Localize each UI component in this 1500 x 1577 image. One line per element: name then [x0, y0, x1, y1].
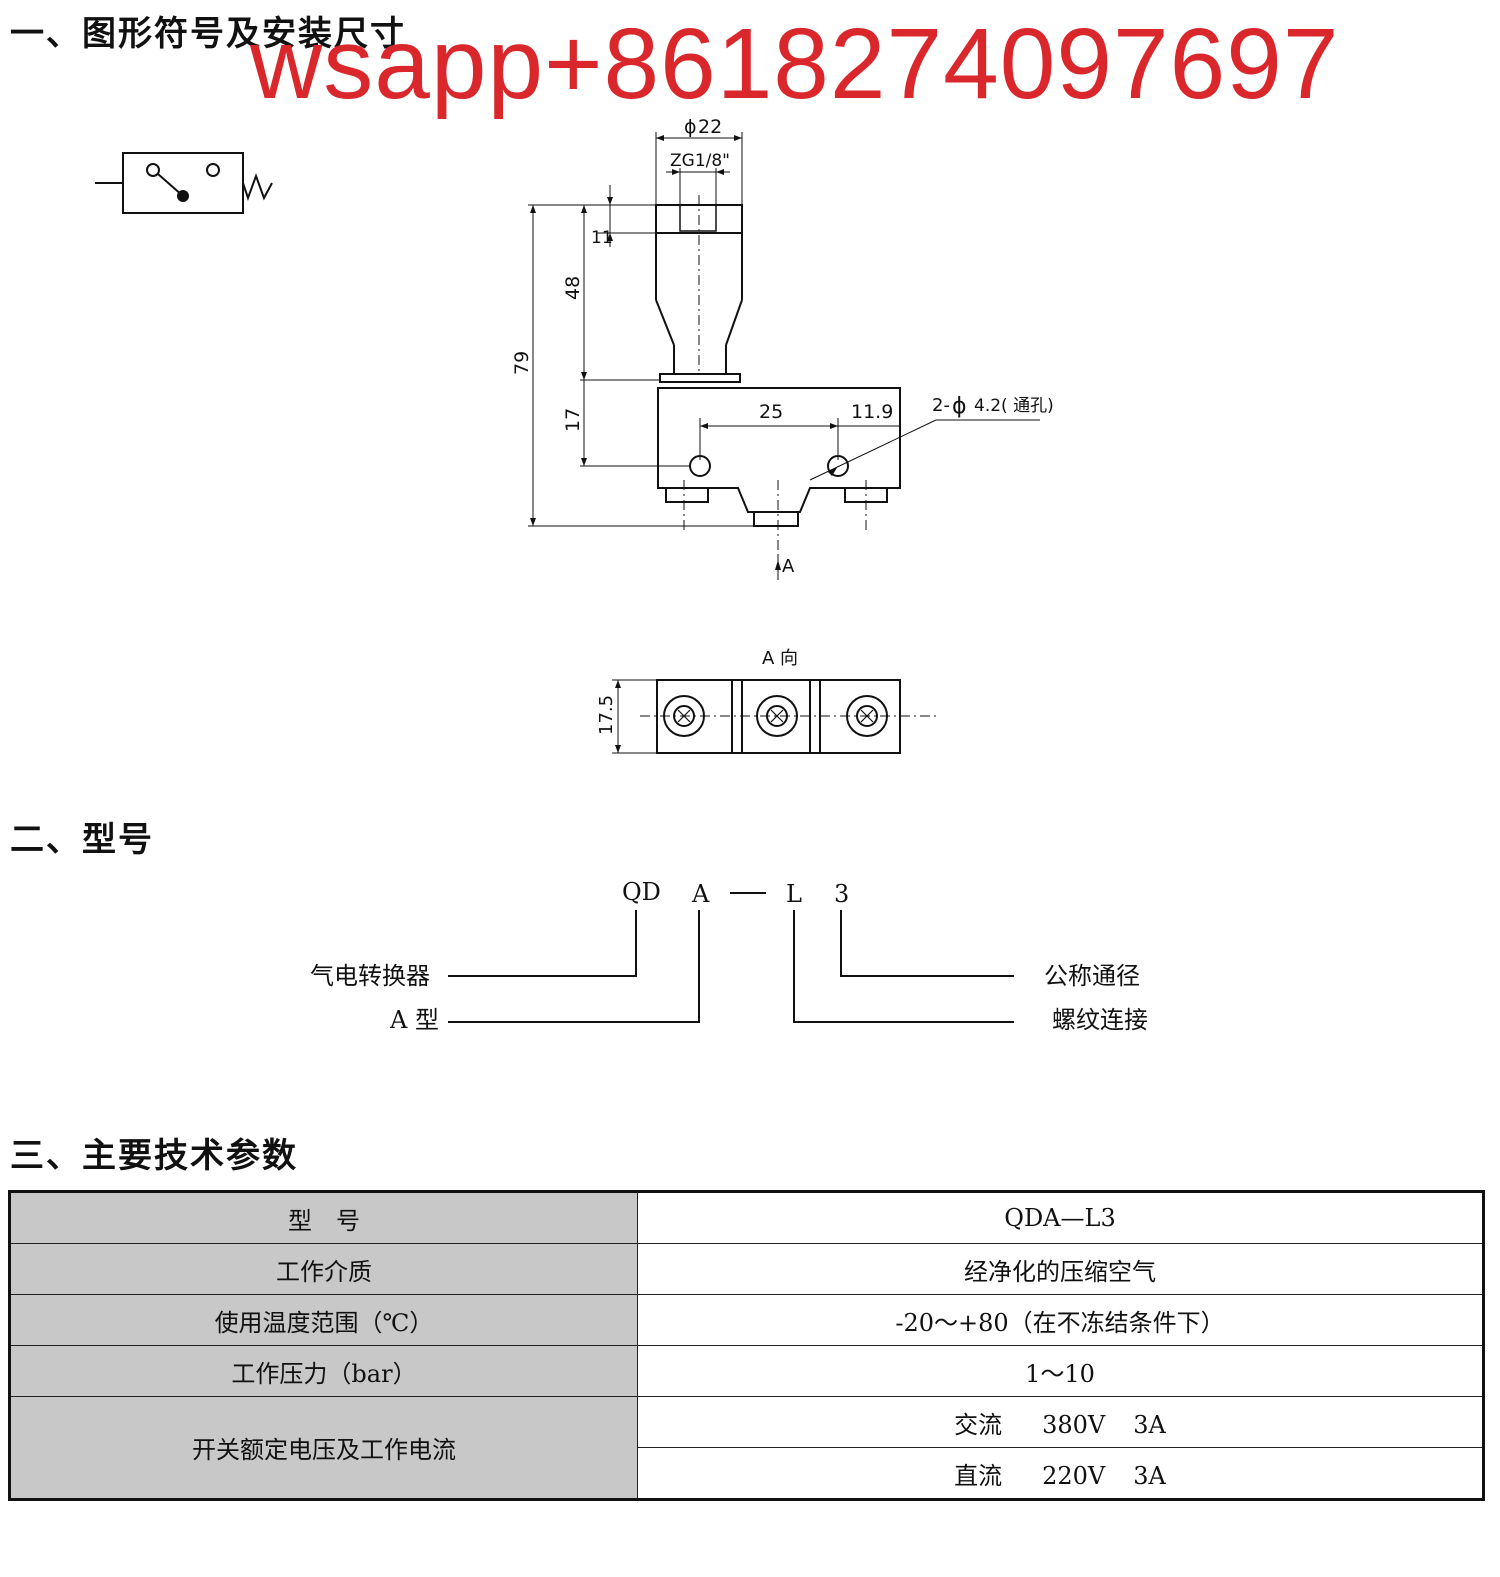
section-1-heading: 一、图形符号及安装尺寸 — [10, 14, 406, 54]
diameter-symbol-2: ϕ — [952, 394, 967, 419]
ac-voltage: 380V — [1042, 1410, 1106, 1439]
label-medium: 工作介质 — [9, 1243, 638, 1295]
dc-current: 3A — [1133, 1461, 1166, 1490]
section-2-heading: 二、型号 — [10, 820, 154, 860]
code-a: A — [691, 880, 710, 908]
diameter-symbol: ϕ — [684, 116, 697, 138]
section-3-heading: 三、主要技术参数 — [10, 1136, 298, 1176]
ac-current: 3A — [1133, 1410, 1166, 1439]
table-row: 使用温度范围（℃） -20～+80（在不冻结条件下） — [9, 1294, 1484, 1346]
dim-11-9: 11.9 — [851, 401, 893, 423]
label-thread-connection: 螺纹连接 — [1052, 1006, 1148, 1034]
table-row: 工作压力（bar） 1～10 — [9, 1345, 1484, 1397]
label-temperature: 使用温度范围（℃） — [9, 1294, 638, 1346]
value-dc: 直流 220V 3A — [637, 1447, 1484, 1500]
watermark-contact: wsapp+8618274097697 — [250, 8, 1340, 120]
label-nominal-diameter: 公称通径 — [1044, 962, 1140, 990]
hole-note-prefix: 2- — [932, 395, 950, 416]
dc-voltage: 220V — [1042, 1461, 1106, 1490]
dim-79: 79 — [511, 351, 533, 375]
dim-17: 17 — [562, 408, 584, 432]
dim-17-5: 17.5 — [596, 695, 617, 735]
table-row: 型 号 QDA—L3 — [9, 1191, 1484, 1244]
view-arrow-label: A — [782, 556, 795, 577]
value-medium: 经净化的压缩空气 — [637, 1243, 1484, 1295]
valve-side-view — [655, 204, 901, 527]
value-pressure: 1～10 — [637, 1345, 1484, 1397]
table-row: 直流 220V 3A — [10, 1447, 1484, 1500]
value-temperature: -20～+80（在不冻结条件下） — [637, 1294, 1484, 1346]
view-title: A 向 — [762, 648, 798, 669]
label-converter: 气电转换器 — [310, 962, 430, 990]
code-qd: QD — [622, 878, 661, 906]
value-ac: 交流 380V 3A — [637, 1396, 1484, 1448]
label-pressure: 工作压力（bar） — [9, 1345, 638, 1397]
dim-25: 25 — [759, 401, 783, 423]
valve-bottom-view — [612, 679, 940, 754]
spec-table: 型 号 QDA—L3 工作介质 经净化的压缩空气 使用温度范围（℃） -20～+… — [8, 1190, 1485, 1501]
pneumatic-switch-symbol — [95, 152, 273, 214]
dim-48: 48 — [562, 276, 584, 300]
value-model: QDA—L3 — [637, 1191, 1484, 1244]
dim-diameter: 22 — [698, 116, 722, 138]
dim-thread: ZG1/8" — [670, 151, 730, 171]
label-voltage-current: 开关额定电压及工作电流 — [9, 1396, 638, 1500]
technical-drawing: ϕ 22 ZG1/8" 11 48 79 17 25 11.9 2- ϕ 4.2… — [95, 116, 1148, 1034]
label-a-type: A 型 — [389, 1006, 439, 1034]
code-l: L — [786, 880, 802, 908]
label-model: 型 号 — [9, 1191, 638, 1244]
code-3: 3 — [834, 880, 849, 908]
hole-note: 4.2( 通孔) — [974, 396, 1054, 416]
table-row: 开关额定电压及工作电流 交流 380V 3A — [9, 1396, 1484, 1500]
dc-type: 直流 — [954, 1461, 1003, 1490]
ac-type: 交流 — [954, 1410, 1003, 1439]
dim-11: 11 — [591, 228, 613, 248]
table-row: 工作介质 经净化的压缩空气 — [9, 1243, 1484, 1295]
model-code-diagram — [448, 892, 1014, 1023]
